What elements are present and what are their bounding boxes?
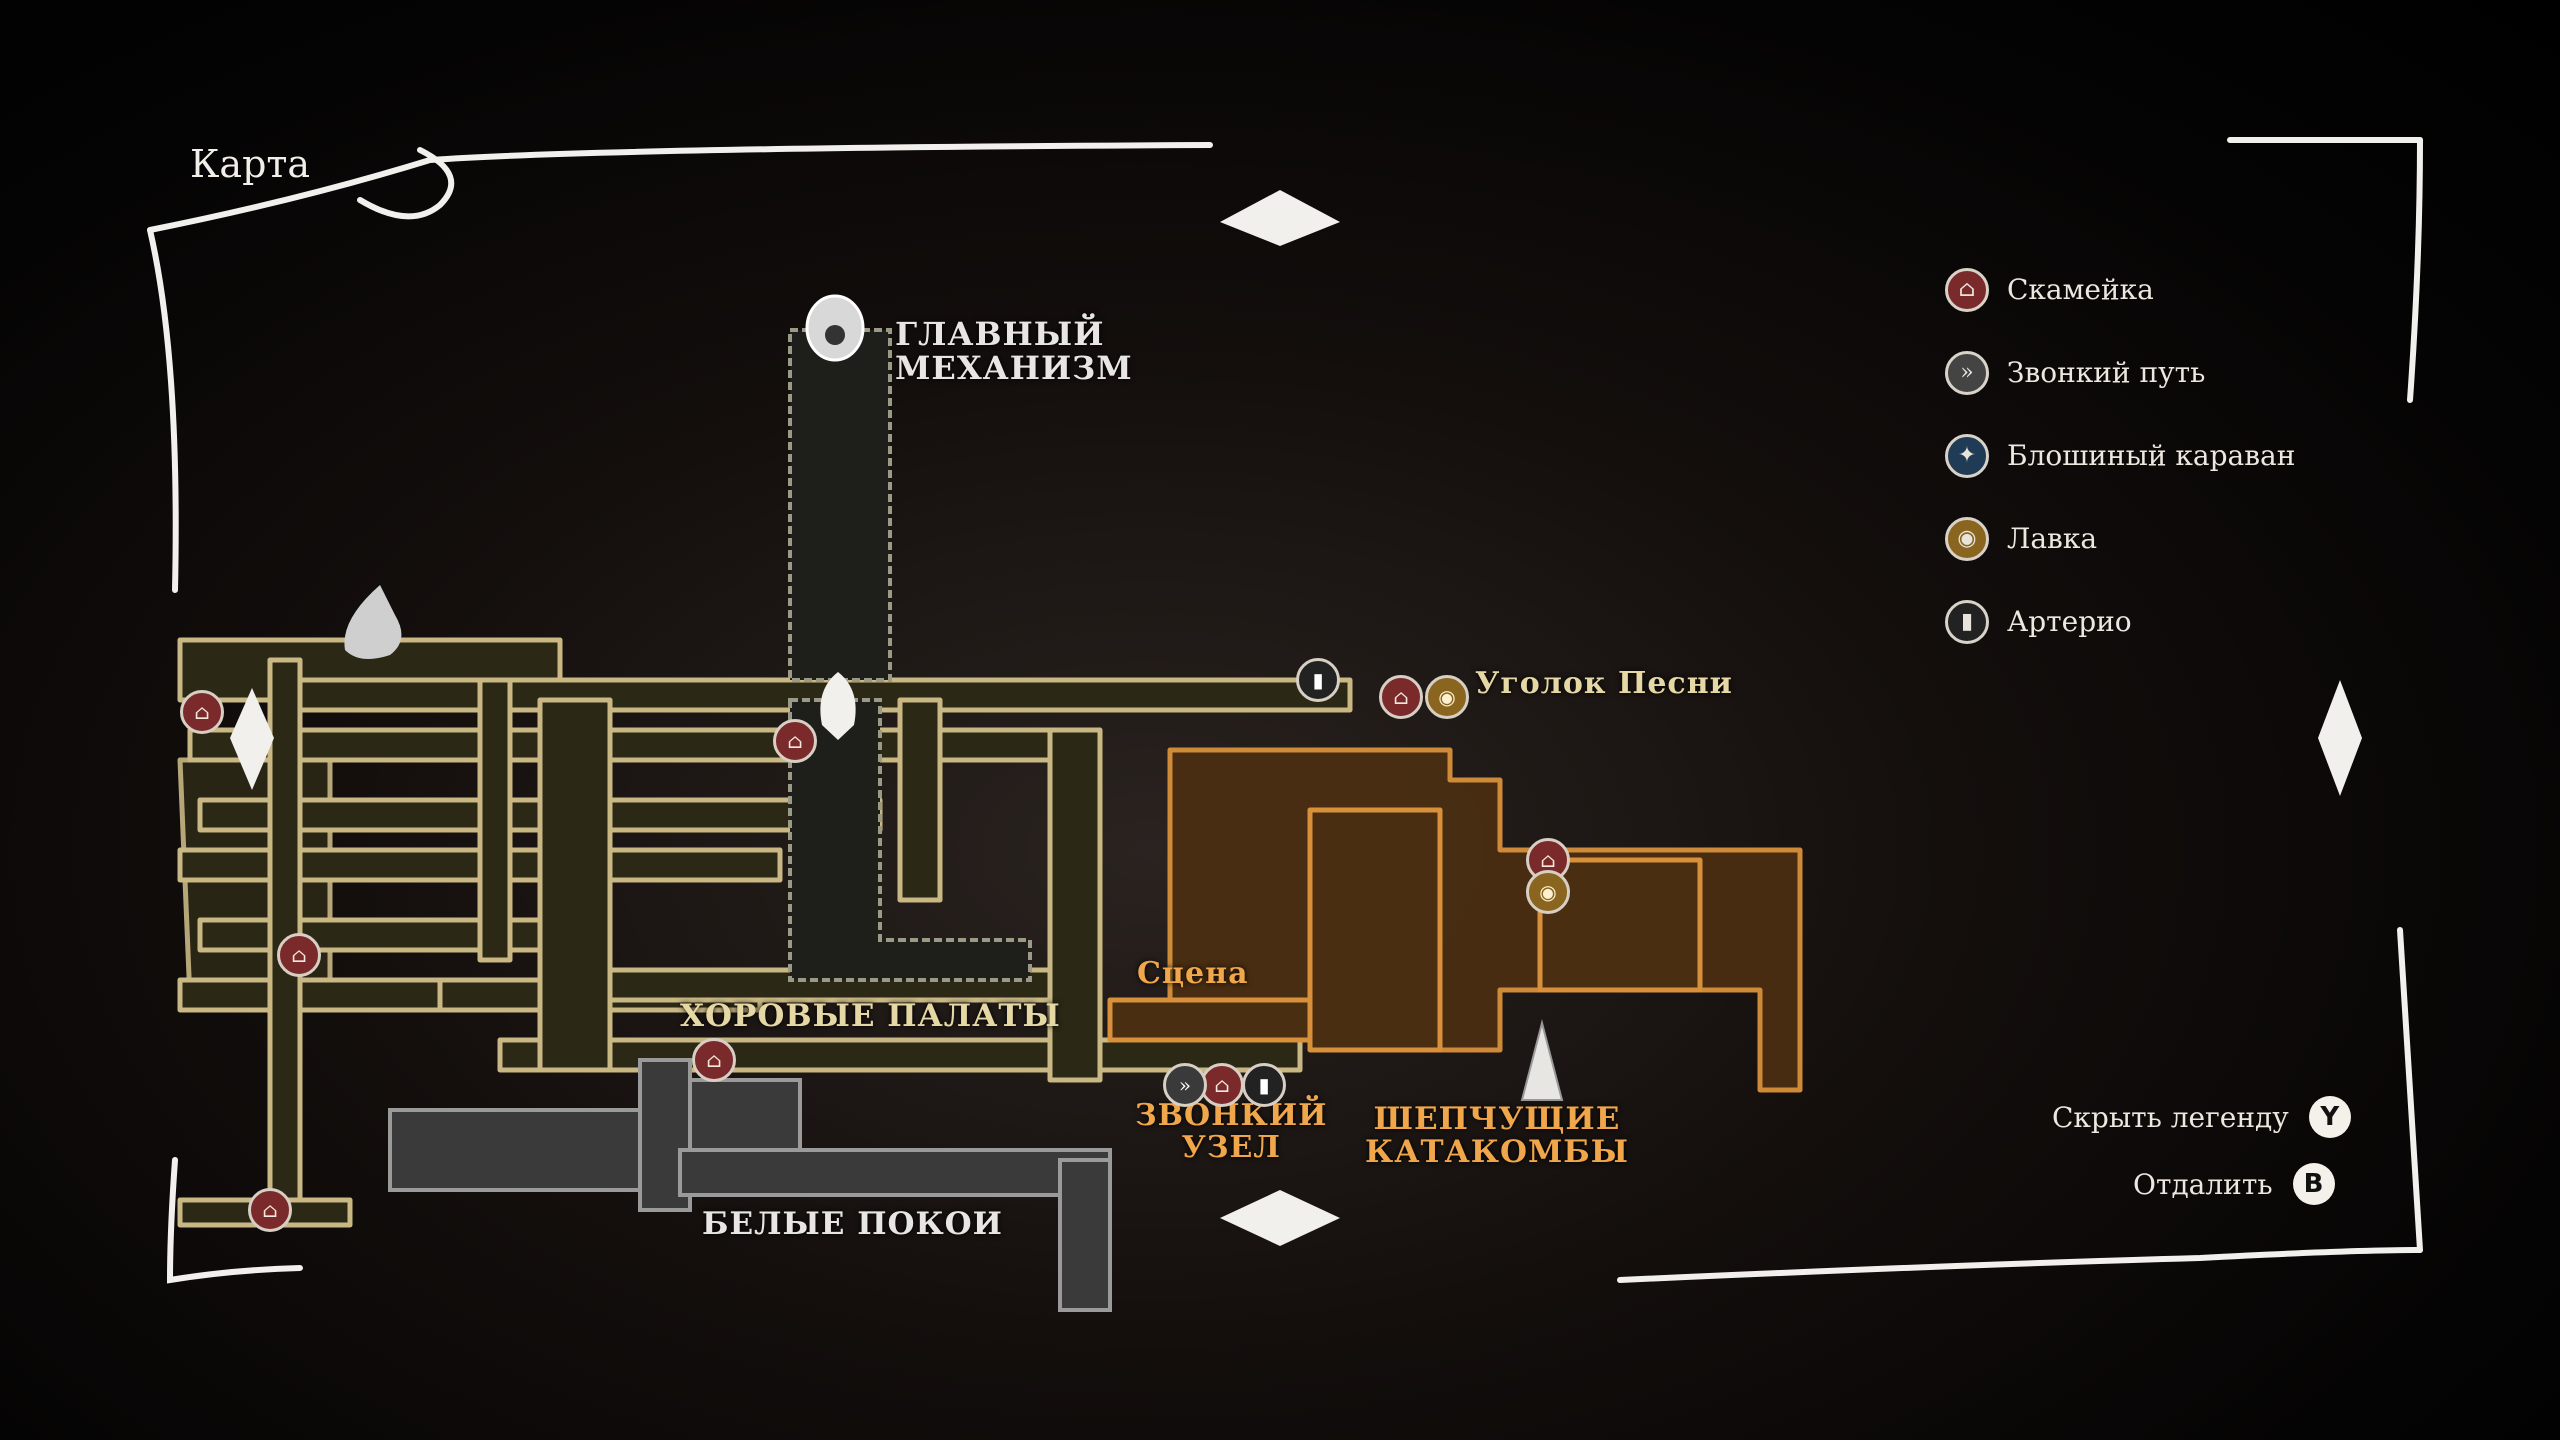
map-title: Карта bbox=[190, 142, 311, 186]
bench-icon[interactable]: ⌂ bbox=[180, 690, 224, 734]
arterio-icon[interactable]: ▮ bbox=[1242, 1063, 1286, 1107]
bench-icon: ⌂ bbox=[1945, 267, 1989, 312]
zoom-out-control[interactable]: Отдалить B bbox=[2133, 1163, 2335, 1205]
place-choir-chambers: ХОРОВЫЕ ПАЛАТЫ bbox=[680, 998, 1061, 1034]
ornate-frame bbox=[147, 136, 2423, 1284]
legend-label: Артерио bbox=[2007, 605, 2132, 638]
shop-icon[interactable]: ◉ bbox=[1526, 870, 1570, 914]
legend-item-arterio: ▮ Артерио bbox=[1945, 580, 2295, 663]
legend-label: Блошиный караван bbox=[2007, 439, 2296, 472]
legend-item-bench: ⌂ Скамейка bbox=[1945, 248, 2295, 331]
zoom-out-label: Отдалить bbox=[2133, 1167, 2273, 1201]
place-whispering-catacombs: ШЕПЧУЩИЕ КАТАКОМБЫ bbox=[1365, 1101, 1630, 1170]
player-marker-icon bbox=[820, 672, 856, 740]
main-mechanism-tower bbox=[788, 328, 1032, 982]
main-mechanism-icon bbox=[805, 294, 865, 362]
catacombs-crest-icon bbox=[1520, 1019, 1564, 1101]
shop-icon[interactable]: ◉ bbox=[1425, 675, 1469, 719]
hook-icon bbox=[344, 585, 402, 659]
legend: ⌂ Скамейка » Звонкий путь ✦ Блошиный кар… bbox=[1945, 248, 2295, 663]
legend-label: Звонкий путь bbox=[2007, 356, 2206, 389]
shop-icon: ◉ bbox=[1945, 516, 1989, 561]
bench-icon[interactable]: ⌂ bbox=[692, 1038, 736, 1082]
bench-icon[interactable]: ⌂ bbox=[1379, 675, 1423, 719]
frame-ornament bbox=[230, 190, 2362, 1246]
legend-item-flea-caravan: ✦ Блошиный караван bbox=[1945, 414, 2295, 497]
hide-legend-label: Скрыть легенду bbox=[2052, 1100, 2289, 1134]
place-bell-node: ЗВОНКИЙ УЗЕЛ bbox=[1135, 1098, 1328, 1165]
legend-label: Скамейка bbox=[2007, 273, 2154, 306]
bell-path-icon[interactable]: » bbox=[1163, 1063, 1207, 1107]
flea-caravan-icon: ✦ bbox=[1945, 433, 1989, 478]
y-button-icon[interactable]: Y bbox=[2308, 1096, 2351, 1138]
white-rooms-region bbox=[388, 1058, 1112, 1312]
place-stage: Сцена bbox=[1137, 956, 1249, 991]
arterio-icon: ▮ bbox=[1945, 599, 1989, 644]
bell-path-icon: » bbox=[1945, 350, 1989, 395]
place-white-rooms: БЕЛЫЕ ПОКОИ bbox=[702, 1206, 1003, 1242]
place-main-mechanism: ГЛАВНЫЙ МЕХАНИЗМ bbox=[895, 315, 1133, 387]
bench-icon[interactable]: ⌂ bbox=[277, 933, 321, 977]
orange-region bbox=[1107, 747, 1803, 1093]
arterio-icon[interactable]: ▮ bbox=[1296, 658, 1340, 702]
legend-label: Лавка bbox=[2007, 522, 2098, 555]
place-song-corner: Уголок Песни bbox=[1475, 666, 1733, 701]
bench-icon[interactable]: ⌂ bbox=[773, 719, 817, 763]
legend-item-shop: ◉ Лавка bbox=[1945, 497, 2295, 580]
hide-legend-control[interactable]: Скрыть легенду Y bbox=[2052, 1096, 2351, 1138]
b-button-icon[interactable]: B bbox=[2292, 1163, 2335, 1205]
bench-icon[interactable]: ⌂ bbox=[248, 1188, 292, 1232]
legend-item-bell-path: » Звонкий путь bbox=[1945, 331, 2295, 414]
